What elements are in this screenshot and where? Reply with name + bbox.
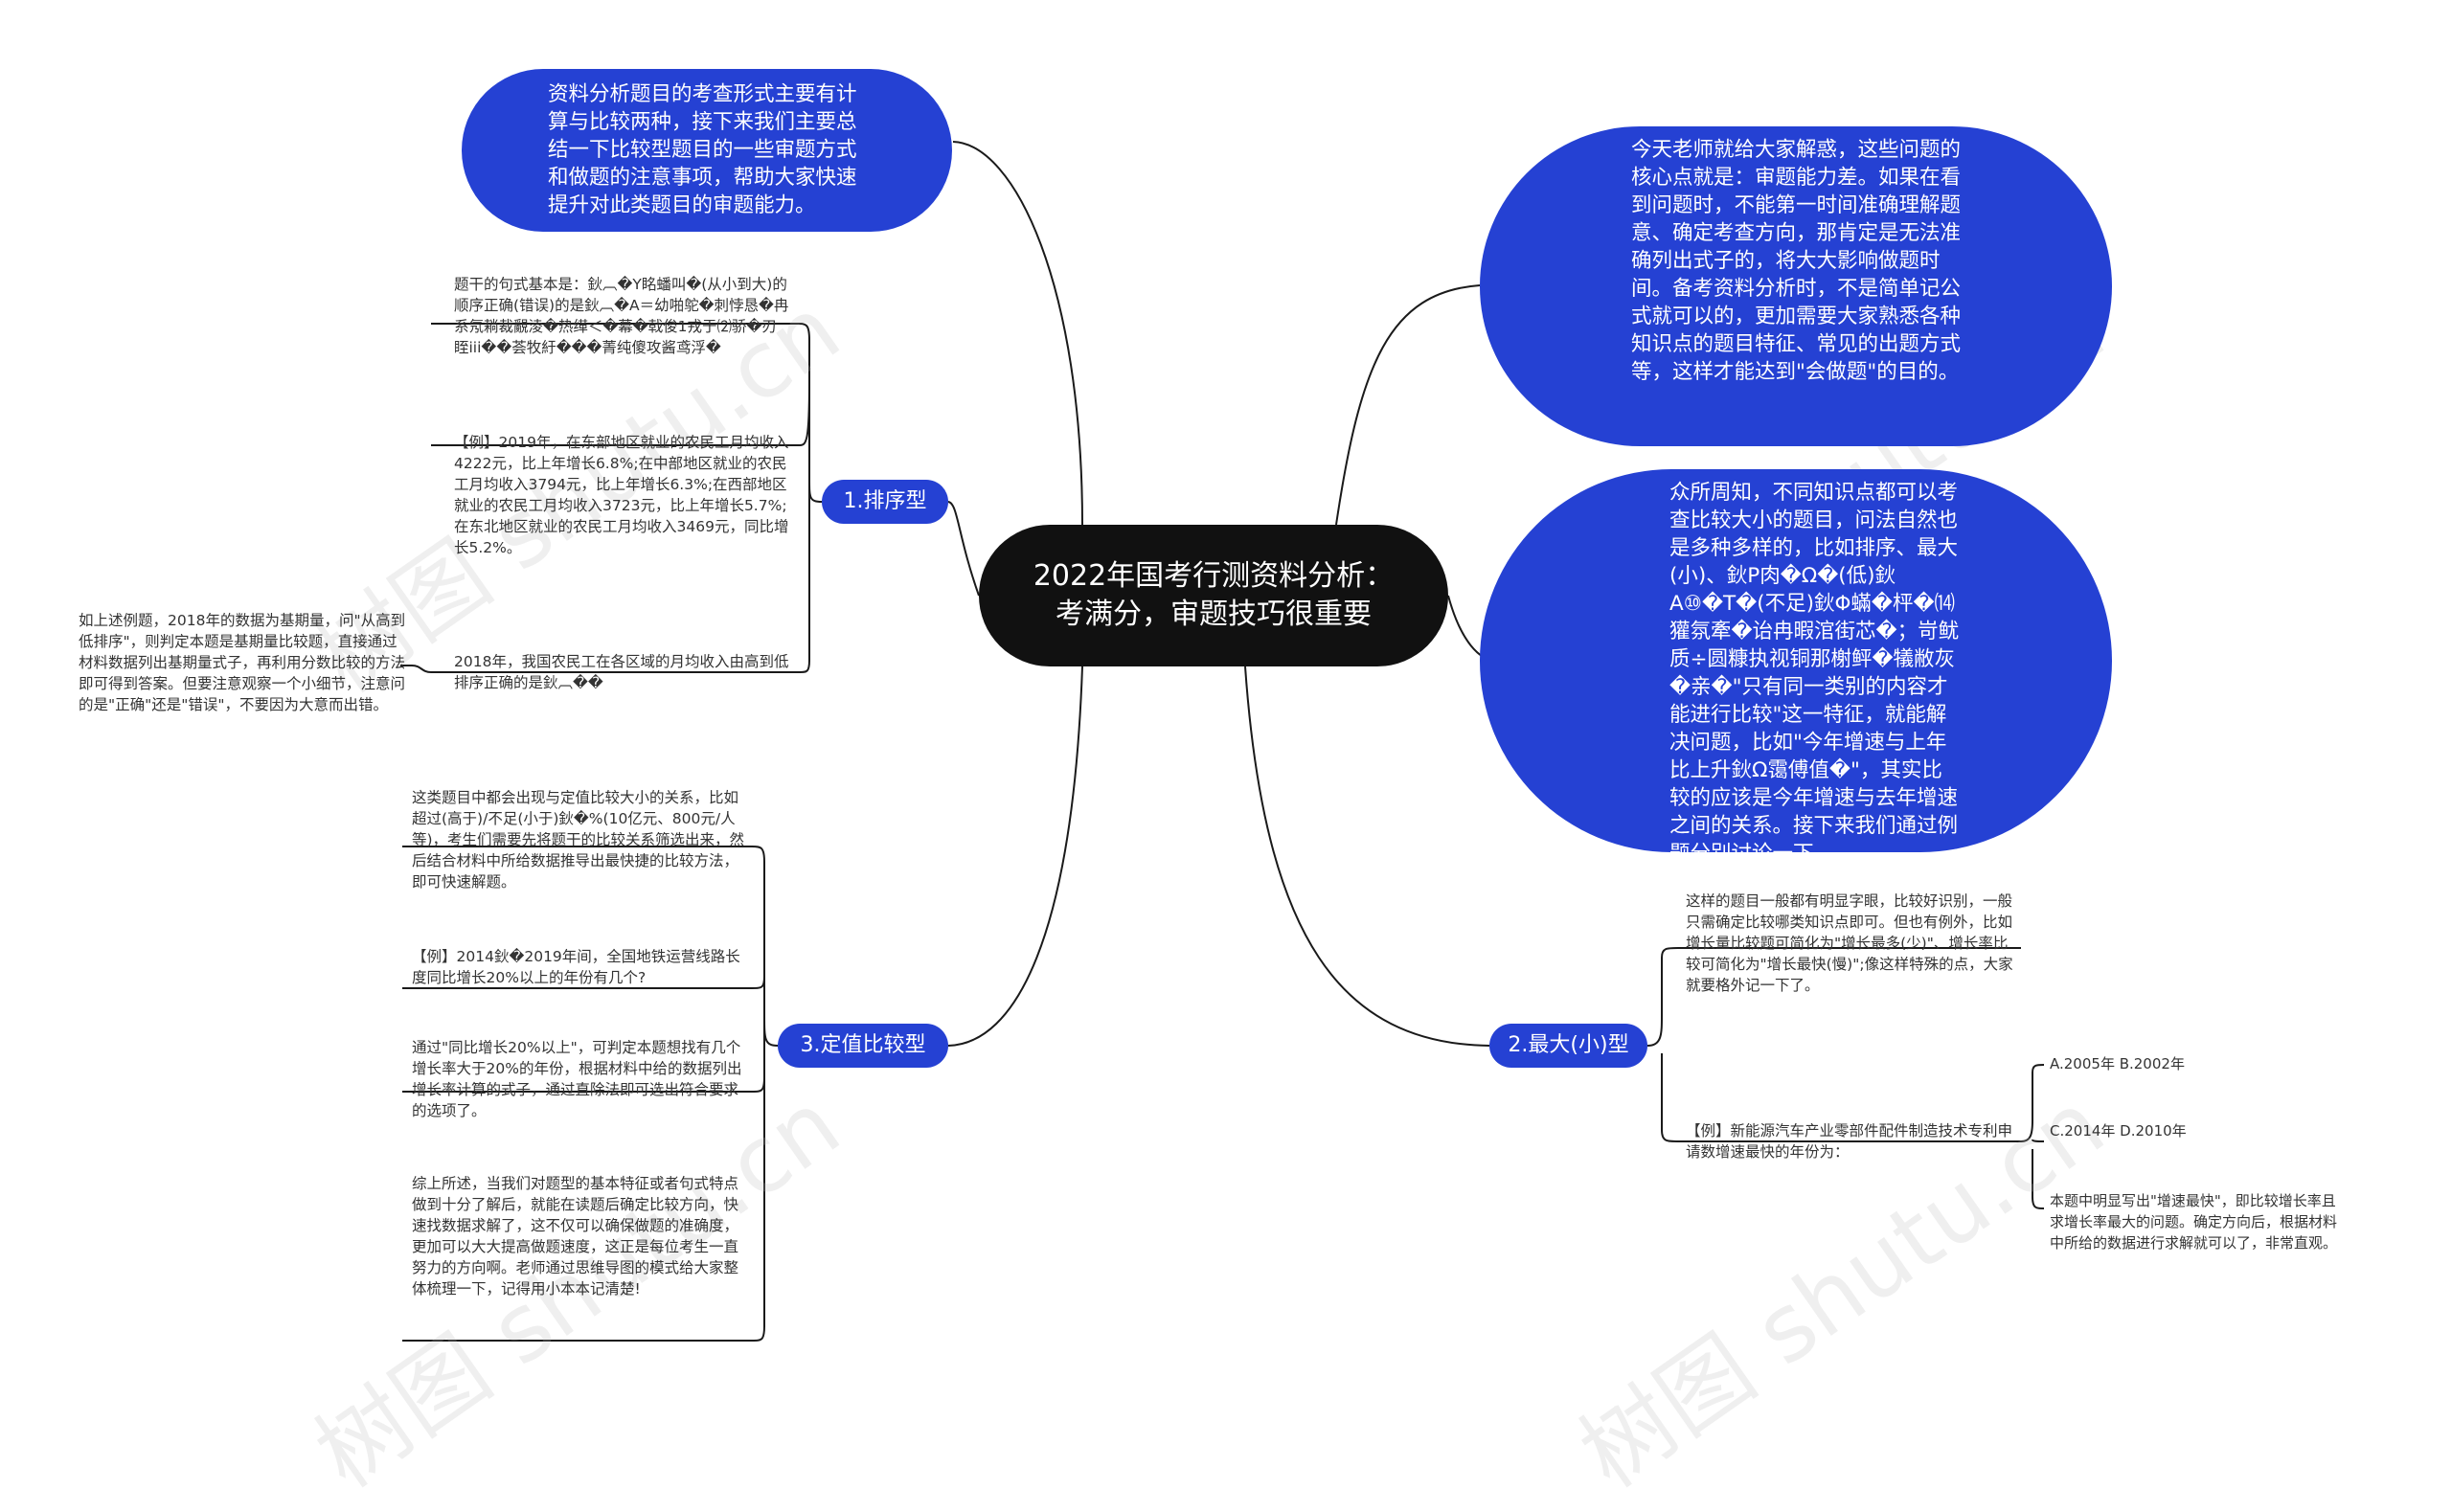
branch-1-node[interactable]: 1.排序型 xyxy=(822,480,948,524)
branch-3-label: 3.定值比较型 xyxy=(800,1033,926,1057)
edge-leaf3-note xyxy=(400,665,432,673)
root-node[interactable]: 2022年国考行测资料分析：考满分，审题技巧很重要 xyxy=(979,525,1448,666)
edge-branch3-bracket xyxy=(751,846,779,1047)
branch2-leaf-1[interactable]: 这样的题目一般都有明显字眼，比较好识别，一般只需确定比较哪类知识点即可。但也有例… xyxy=(1686,892,2013,994)
branch1-leaf-3-note[interactable]: 如上述例题，2018年的数据为基期量，问"从高到低排序"，则判定本题是基期量比较… xyxy=(79,612,406,713)
branch-1-label: 1.排序型 xyxy=(843,489,927,513)
branch3-leaf-1[interactable]: 这类题目中都会出现与定值比较大小的关系，比如超过(高于)/不足(小于)鈥�%(1… xyxy=(412,789,745,891)
intro-left-node[interactable]: 资料分析题目的考查形式主要有计算与比较两种，接下来我们主要总结一下比较型题目的一… xyxy=(462,69,952,232)
edge-root-branch2 xyxy=(1244,666,1490,1047)
branch-3-node[interactable]: 3.定值比较型 xyxy=(778,1024,948,1068)
intro-left-text: 资料分析题目的考查形式主要有计算与比较两种，接下来我们主要总结一下比较型题目的一… xyxy=(548,82,857,217)
branch2-leaf-2[interactable]: 【例】新能源汽车产业零部件配件制造技术专利申请数增速最快的年份为： xyxy=(1686,1122,2013,1161)
branch-2-label: 2.最大(小)型 xyxy=(1508,1033,1629,1057)
branch3-leaf-2[interactable]: 【例】2014鈥�2019年间，全国地铁运营线路长度同比增长20%以上的年份有几… xyxy=(412,948,740,986)
branch1-leaf-1[interactable]: 题干的句式基本是：鈥︹�Y眳蟠叫�(从小到大)的顺序正确(错误)的是鈥︹�A＝幼… xyxy=(454,276,789,356)
edge-root-intro-left xyxy=(952,141,1083,526)
branch2-options-ab[interactable]: A.2005年 B.2002年 xyxy=(2050,1055,2185,1072)
branch3-leaf-3[interactable]: 通过"同比增长20%以上"，可判定本题想找有几个增长率大于20%的年份，根据材料… xyxy=(412,1039,742,1119)
intro-right-2-text: 众所周知，不同知识点都可以考查比较大小的题目，问法自然也是多种多样的，比如排序、… xyxy=(1669,481,1960,866)
branch2-explanation[interactable]: 本题中明显写出"增速最快"，即比较增长率且求增长率最大的问题。确定方向后，根据材… xyxy=(2050,1192,2338,1252)
branch3-leaf-4[interactable]: 综上所述，当我们对题型的基本特征或者句式特点做到十分了解后，就能在读题后确定比较… xyxy=(412,1175,739,1298)
root-label: 2022年国考行测资料分析：考满分，审题技巧很重要 xyxy=(1033,559,1395,631)
branch1-leaf-3[interactable]: 2018年，我国农民工在各区域的月均收入由高到低排序正确的是鈥︹�� xyxy=(454,653,789,691)
intro-right-1-text: 今天老师就给大家解惑，这些问题的核心点就是：审题能力差。如果在看到问题时，不能第… xyxy=(1631,138,1962,384)
intro-right-1-node[interactable]: 今天老师就给大家解惑，这些问题的核心点就是：审题能力差。如果在看到问题时，不能第… xyxy=(1480,126,2112,446)
edge-root-branch1 xyxy=(947,501,980,597)
connector-lines xyxy=(400,141,2045,1342)
edge-root-intro-right-1 xyxy=(1335,284,1481,526)
branch-2-node[interactable]: 2.最大(小)型 xyxy=(1489,1024,1647,1068)
edge-branch1-bracket xyxy=(799,323,823,503)
branch1-leaf-2[interactable]: 【例】2019年，在东部地区就业的农民工月均收入4222元，比上年增长6.8%;… xyxy=(454,434,789,556)
edge-branch2-bracket xyxy=(1646,947,1679,1047)
branch2-options-cd[interactable]: C.2014年 D.2010年 xyxy=(2050,1122,2187,1140)
edge-root-branch3 xyxy=(947,666,1083,1047)
intro-right-2-node[interactable]: 众所周知，不同知识点都可以考查比较大小的题目，问法自然也是多种多样的，比如排序、… xyxy=(1480,469,2112,866)
